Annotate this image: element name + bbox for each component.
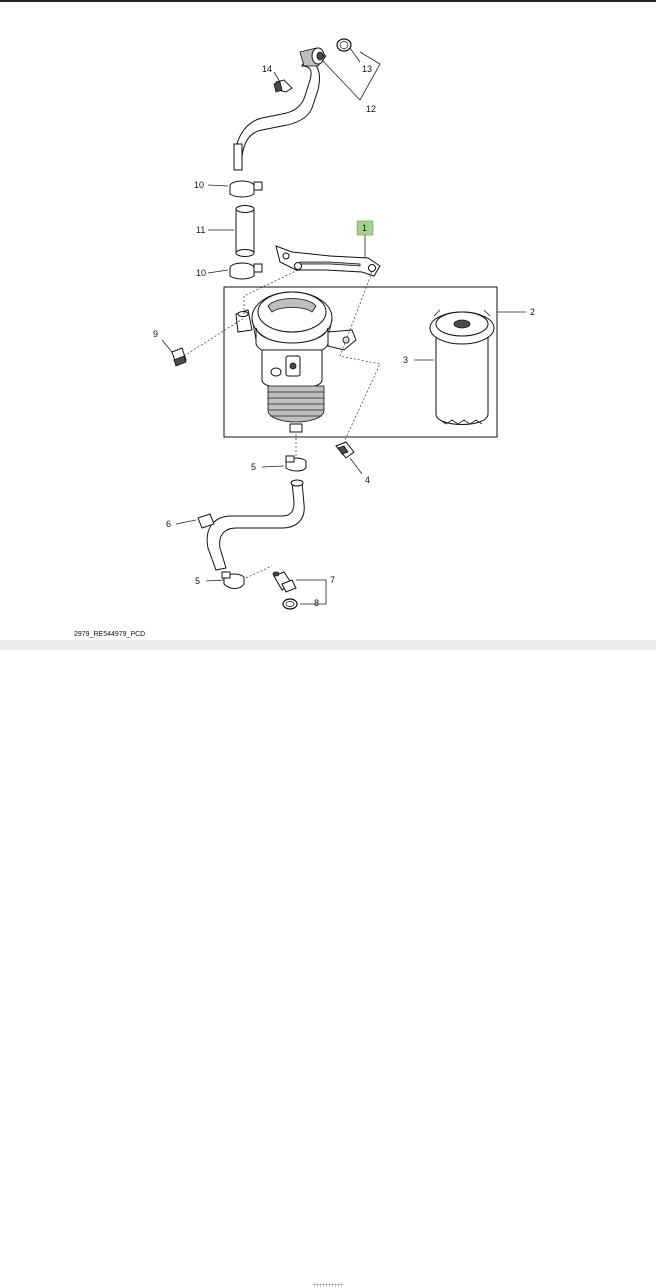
- callout-1-highlight: [356, 220, 374, 236]
- hose-clamp-5-lower[interactable]: [221, 571, 245, 589]
- lower-hose-6[interactable]: [197, 479, 305, 571]
- callout-2[interactable]: 2: [530, 307, 535, 317]
- leader-5-upper: [261, 465, 285, 468]
- callout-1[interactable]: 1: [362, 223, 367, 233]
- assembly-line-bracket-left: [243, 269, 299, 297]
- o-ring-13[interactable]: [336, 38, 352, 52]
- callout-13[interactable]: 13: [362, 64, 372, 74]
- leader-7-8: [296, 579, 327, 605]
- scroll-grip-icon[interactable]: [313, 1283, 343, 1287]
- leader-4: [349, 457, 363, 475]
- parts-diagram: 1 2 3 4 5 5 6 7 8 9 10 10 11 12 13 14 29…: [74, 38, 535, 638]
- mounting-bracket-1[interactable]: [275, 245, 381, 277]
- leader-10-lower: [207, 269, 229, 274]
- callout-4[interactable]: 4: [365, 475, 370, 485]
- callout-5-upper[interactable]: 5: [251, 462, 256, 472]
- hose-clamp-upper[interactable]: [229, 180, 263, 198]
- assembly-frame: [223, 286, 498, 438]
- callout-11[interactable]: 11: [196, 225, 205, 235]
- callout-10-lower[interactable]: 10: [196, 268, 206, 278]
- leader-14: [273, 71, 281, 83]
- filter-element-3[interactable]: [429, 309, 495, 425]
- callout-8[interactable]: 8: [314, 598, 319, 608]
- leader-10-upper: [207, 184, 229, 187]
- bolt-14[interactable]: [273, 79, 293, 93]
- o-ring-8[interactable]: [282, 598, 298, 610]
- hose-clamp-lower[interactable]: [229, 262, 263, 280]
- callout-5-lower[interactable]: 5: [195, 576, 200, 586]
- bottom-scroll-bar[interactable]: [0, 640, 656, 1287]
- assembly-line-9: [183, 317, 245, 357]
- filter-housing[interactable]: [235, 291, 357, 433]
- hose-clamp-5-upper[interactable]: [285, 455, 307, 472]
- fitting-7[interactable]: [272, 571, 297, 593]
- leader-6: [175, 519, 197, 525]
- callout-14[interactable]: 14: [262, 64, 272, 74]
- callout-3[interactable]: 3: [403, 355, 408, 365]
- assembly-line-bracket-right: [339, 271, 381, 443]
- top-border: [0, 0, 656, 2]
- leader-12-13: [321, 47, 381, 101]
- leader-9: [161, 339, 173, 353]
- drain-fitting-4[interactable]: [335, 441, 355, 459]
- callout-12[interactable]: 12: [366, 104, 376, 114]
- figure-caption: 2979_RE544979_PCD: [74, 631, 145, 638]
- assembly-line-7: [245, 565, 273, 579]
- upper-hose[interactable]: [233, 47, 327, 171]
- bolt-9[interactable]: [171, 347, 187, 367]
- leader-5-lower: [205, 579, 225, 582]
- callout-7[interactable]: 7: [330, 575, 335, 585]
- short-hose-11[interactable]: [235, 205, 255, 257]
- callout-6[interactable]: 6: [166, 519, 171, 529]
- callout-10-upper[interactable]: 10: [194, 180, 204, 190]
- callout-9[interactable]: 9: [153, 329, 158, 339]
